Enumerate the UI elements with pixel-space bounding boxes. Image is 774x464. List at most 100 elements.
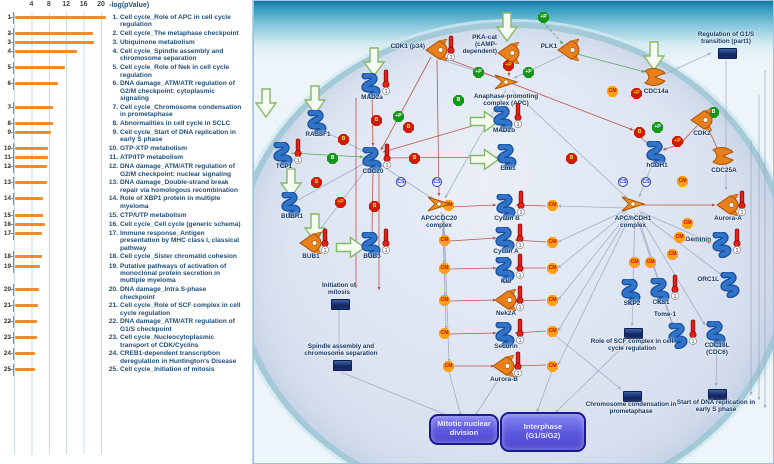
pathway-node-pka-cat	[496, 41, 522, 69]
pathway-node-mad2a	[359, 72, 381, 104]
pvalue-bar	[14, 105, 54, 109]
pathway-name: DNA damage_ATM/ATR regulation of G1/S ch…	[120, 318, 235, 333]
pvalue-bar	[14, 146, 49, 150]
rank-axis-label: 10	[3, 144, 11, 152]
pathway-node-kid	[493, 256, 515, 288]
mechanism-icon-b: B	[311, 177, 322, 188]
pathway-name: Abnormalities in cell cycle in SCLC	[120, 119, 231, 127]
pathway-label: 6.DNA damage_ATM/ATR regulation of G2/M …	[105, 80, 252, 102]
pvalue-bar	[14, 197, 44, 201]
bar-cell: 3	[0, 36, 105, 49]
bar-cell: 11	[0, 152, 105, 165]
mechanism-icon-cm: CM	[547, 361, 558, 372]
node-label-kid: Kid	[500, 278, 512, 285]
rank-axis-label: 17	[3, 229, 11, 237]
pathway-node-tome-1	[666, 322, 688, 354]
pathway-node-skp2	[619, 278, 641, 310]
pathway-node-geminin	[710, 231, 732, 263]
mechanism-icon-cm: CM	[674, 232, 685, 243]
pathway-row: 10 10.GTP-XTP metabolism	[0, 142, 252, 155]
pathway-label: 20.DNA damage_Intra S-phase checkpoint	[105, 286, 252, 301]
pathway-node-rassf1	[305, 109, 327, 141]
process-box	[708, 389, 727, 400]
process-arrow-down-icon	[254, 88, 278, 123]
process-arrow-down-icon	[362, 47, 386, 82]
pathway-label: 13.DNA damage_Double-strand break repair…	[105, 179, 252, 194]
node-label-tome-1: Tome-1	[653, 311, 677, 318]
rank-axis-label: 16	[3, 220, 11, 228]
rank-number: 24.	[108, 350, 118, 358]
bar-cell: 25	[0, 364, 105, 377]
process-arrow-down-icon	[495, 12, 519, 47]
process-arrow-right-icon	[469, 148, 505, 171]
pathway-node-apc-cdc20-complex	[426, 194, 452, 219]
mechanism-icon-b: B	[371, 115, 382, 126]
expression-thermometer: 1	[320, 228, 331, 260]
rank-axis-label: 20	[3, 286, 11, 294]
mechanism-icon-cm: CM	[547, 295, 558, 306]
pathway-name: DNA damage_ATM/ATR regulation of G2/M ch…	[120, 80, 235, 103]
rank-axis-label: 21	[3, 302, 11, 310]
svg-text:1: 1	[518, 273, 521, 279]
expression-thermometer: 1	[382, 143, 393, 175]
pathway-name: Cell cycle_Role of SCF complex in cell c…	[120, 302, 241, 317]
pathway-label: 5.Cell cycle_Role of Nek in cell cycle r…	[105, 64, 252, 79]
bar-cell: 4	[0, 46, 105, 59]
pvalue-bar	[14, 156, 49, 160]
rank-axis-label: 6	[7, 80, 11, 88]
rank-number: 9.	[112, 128, 119, 136]
rank-axis-label: 5	[7, 64, 11, 72]
rank-axis-label: 22	[3, 318, 11, 326]
mechanism-icon-plus-p: +P	[335, 197, 346, 208]
pathway-name: Cell cycle_Start of DNA replication in e…	[120, 128, 236, 144]
node-label-rassf1: RASSF1	[305, 131, 331, 138]
rank-axis-label: 13	[3, 179, 11, 187]
mechanism-icon-plus-p: +P	[523, 67, 534, 78]
node-label-apc-cdc20-complex: APC/CDC20 complex	[420, 215, 458, 229]
pathway-row: 21 21.Cell cycle_Role of SCF complex in c…	[0, 300, 252, 318]
pvalue-bar	[14, 40, 95, 44]
pathway-label: 10.GTP-XTP metabolism	[105, 145, 252, 152]
node-label-geminin: Geminin	[685, 236, 711, 243]
mechanism-icon-cm: CM	[439, 295, 450, 306]
pathway-name: Cell cycle_Nucleocytoplasmic transport o…	[120, 334, 215, 349]
mechanism-icon-cm: CM	[547, 263, 558, 274]
pvalue-bar	[14, 368, 35, 372]
mechanism-icon-b: B	[403, 122, 414, 133]
process-box	[623, 391, 642, 402]
rank-number: 12.	[108, 163, 118, 171]
rank-number: 25.	[108, 366, 118, 374]
process-label: Chromosome condensation in prometaphase	[585, 401, 677, 415]
mechanism-icon-cm: CM	[645, 257, 656, 268]
pathway-node-cdk2	[689, 108, 715, 136]
pvalue-bar	[14, 320, 37, 324]
pathway-name: DNA damage_ATM/ATR regulation of G2/M ch…	[120, 163, 235, 178]
pathway-node-aurora-a	[715, 193, 741, 221]
mechanism-icon-cm: CM	[607, 86, 618, 97]
mechanism-icon-b: B	[566, 153, 577, 164]
pathway-name: Cell cycle_The metaphase checkpoint	[120, 29, 239, 37]
process-box	[624, 328, 643, 339]
pathway-name: Immune response_Antigen presentation by …	[120, 229, 240, 252]
node-label-apc-hcdh1-complex: APC/hCDH1 complex	[614, 215, 652, 229]
process-label: Spindle assembly and chromosome separati…	[304, 343, 378, 358]
expression-thermometer: 1	[381, 228, 392, 260]
rank-axis-label: 9	[7, 128, 11, 136]
pathway-name: Role of XBP1 protein in multiple myeloma	[120, 195, 221, 210]
pathway-node-bubr1	[279, 191, 301, 223]
pathway-label: 21.Cell cycle_Role of SCF complex in cel…	[105, 302, 252, 317]
bar-cell: 6	[0, 78, 105, 91]
pathway-node-cdc25a	[711, 146, 735, 171]
process-arrow-down-icon	[303, 213, 327, 248]
rank-number: 14.	[108, 195, 118, 203]
mechanism-icon-plus-p: +P	[652, 122, 663, 133]
mechanism-icon-cm: CM	[439, 263, 450, 274]
